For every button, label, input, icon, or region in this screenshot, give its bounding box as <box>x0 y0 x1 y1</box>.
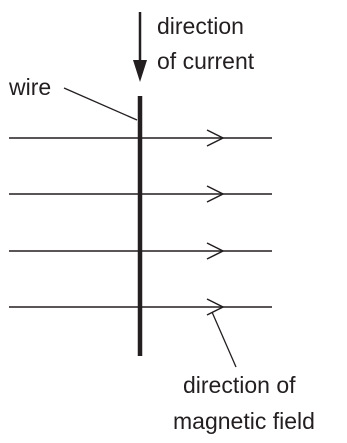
field-leader-line <box>211 311 237 368</box>
current-arrow-head <box>133 60 147 82</box>
direction-of-current-label-line2: of current <box>157 48 255 74</box>
direction-of-current-label-line1: direction <box>157 13 244 39</box>
wire-leader-line <box>63 87 138 121</box>
field-arrow-head <box>206 242 225 260</box>
field-arrow-head <box>206 185 225 203</box>
wire-label: wire <box>9 74 52 100</box>
field-arrow-head <box>206 129 225 147</box>
direction-of-field-label-line1: direction of <box>183 372 296 398</box>
direction-of-field-label-line2: magnetic field <box>173 408 315 434</box>
current-direction-arrow <box>133 12 147 82</box>
